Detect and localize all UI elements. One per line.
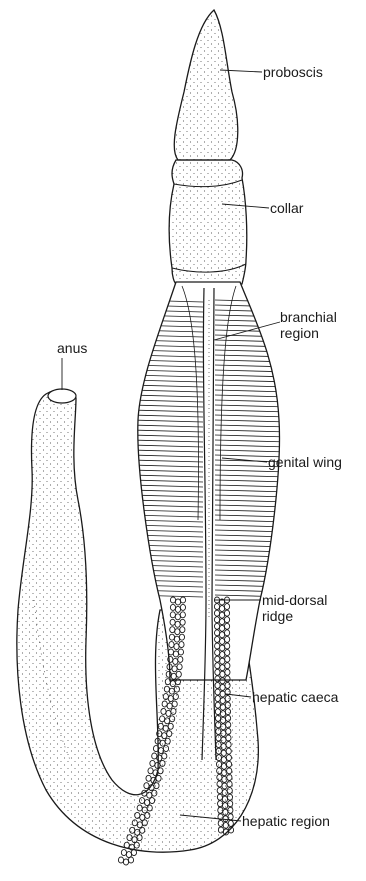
label-branchial-region: branchial region (280, 309, 337, 341)
proboscis-shape (174, 10, 238, 160)
label-proboscis: proboscis (263, 64, 323, 80)
anus-opening (48, 389, 76, 403)
label-anus: anus (57, 340, 87, 356)
label-mid-dorsal-ridge: mid-dorsal ridge (262, 592, 327, 624)
label-hepatic-caeca: hepatic caeca (252, 689, 338, 705)
collar-shape (169, 160, 247, 284)
label-collar: collar (270, 200, 303, 216)
label-genital-wing: genital wing (268, 454, 342, 470)
label-hepatic-region: hepatic region (242, 813, 330, 829)
